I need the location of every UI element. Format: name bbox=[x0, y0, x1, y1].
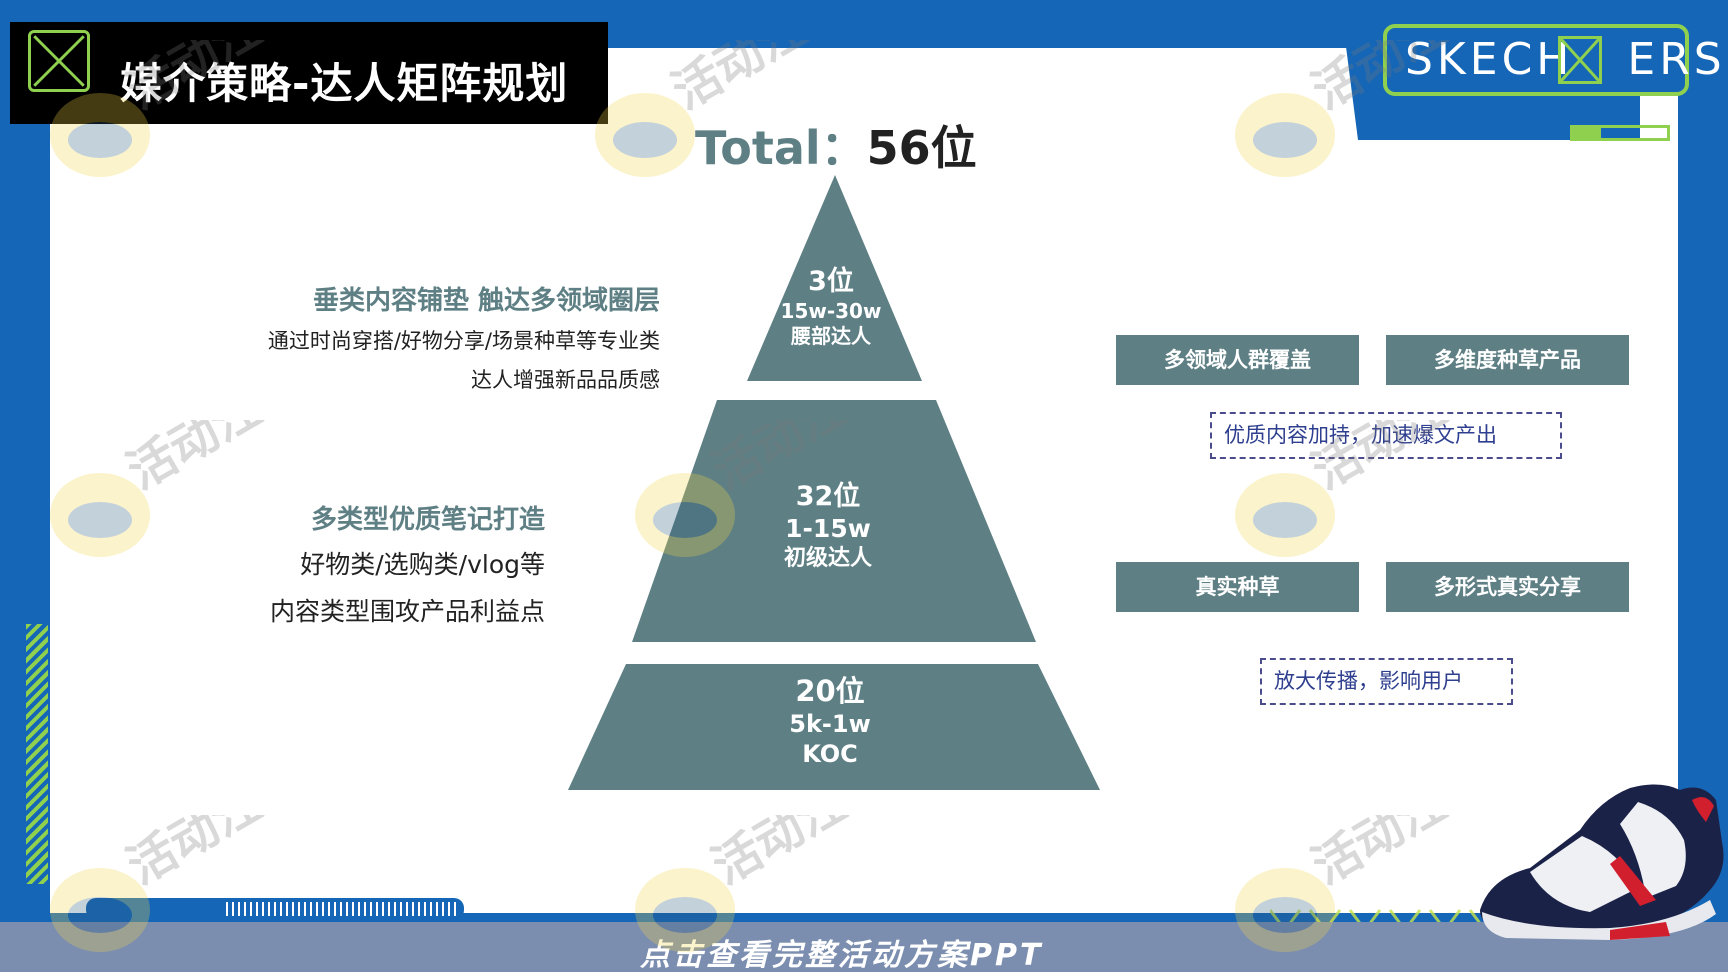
tier-top-range: 15w-30w bbox=[780, 299, 882, 323]
tier-bottom-level: KOC bbox=[802, 740, 858, 768]
header-bar: 媒介策略-达人矩阵规划 bbox=[10, 22, 608, 124]
tag-real-seeding: 真实种草 bbox=[1116, 562, 1359, 612]
brand-x-icon bbox=[1558, 36, 1602, 84]
footer-bar[interactable] bbox=[0, 922, 1728, 972]
brand-wordmark: SKECH ERS bbox=[1405, 34, 1726, 85]
tier-top-text: 3位 15w-30w 腰部达人 bbox=[731, 266, 931, 348]
tier-bottom-count: 20位 bbox=[795, 674, 865, 708]
brand-right-text: ERS bbox=[1627, 34, 1726, 85]
page-title: 媒介策略-达人矩阵规划 bbox=[120, 59, 569, 108]
progress-fill bbox=[1573, 128, 1602, 138]
tag-real-sharing: 多形式真实分享 bbox=[1386, 562, 1629, 612]
tag-multi-domain: 多领域人群覆盖 bbox=[1116, 335, 1359, 385]
sneaker-image bbox=[1480, 784, 1724, 940]
tier-bottom-range: 5k-1w bbox=[789, 710, 871, 738]
left-text-1b: 达人增强新品品质感 bbox=[471, 368, 660, 392]
progress-indicator bbox=[1570, 125, 1670, 141]
tier-middle-level: 初级达人 bbox=[783, 546, 872, 571]
note-amplify: 放大传播，影响用户 bbox=[1260, 658, 1513, 705]
left-text-2a: 好物类/选购类/vlog等 bbox=[300, 550, 545, 579]
left-heading-1: 垂类内容铺垫 触达多领域圈层 bbox=[312, 286, 660, 316]
total-label: Total： bbox=[695, 121, 867, 175]
tier-top-level: 腰部达人 bbox=[791, 324, 871, 348]
left-heading-2: 多类型优质笔记打造 bbox=[310, 505, 545, 535]
tier-middle-range: 1-15w bbox=[785, 514, 871, 543]
tag-multi-dimension: 多维度种草产品 bbox=[1386, 335, 1629, 385]
total-value: 56位 bbox=[866, 121, 977, 175]
note-quality-content: 优质内容加持，加速爆文产出 bbox=[1210, 412, 1562, 459]
left-text-1a: 通过时尚穿搭/好物分享/场景种草等专业类 bbox=[267, 329, 660, 353]
bottom-strip-hatch bbox=[226, 902, 456, 916]
left-text-2b: 内容类型围攻产品利益点 bbox=[269, 597, 545, 626]
decorative-stripes bbox=[26, 624, 48, 884]
x-logo-icon bbox=[28, 30, 90, 92]
tier-top-count: 3位 bbox=[808, 266, 854, 297]
tier-middle-count: 32位 bbox=[795, 481, 861, 512]
brand-left-text: SKECH bbox=[1405, 34, 1574, 85]
total-count: Total：56位 bbox=[695, 112, 977, 178]
footer-cta-link[interactable]: 点击查看完整活动方案PPT bbox=[640, 938, 1044, 972]
decorative-bottom-strip bbox=[86, 898, 464, 920]
tier-bottom-text: 20位 5k-1w KOC bbox=[730, 673, 930, 769]
tier-middle-text: 32位 1-15w 初级达人 bbox=[728, 480, 928, 574]
